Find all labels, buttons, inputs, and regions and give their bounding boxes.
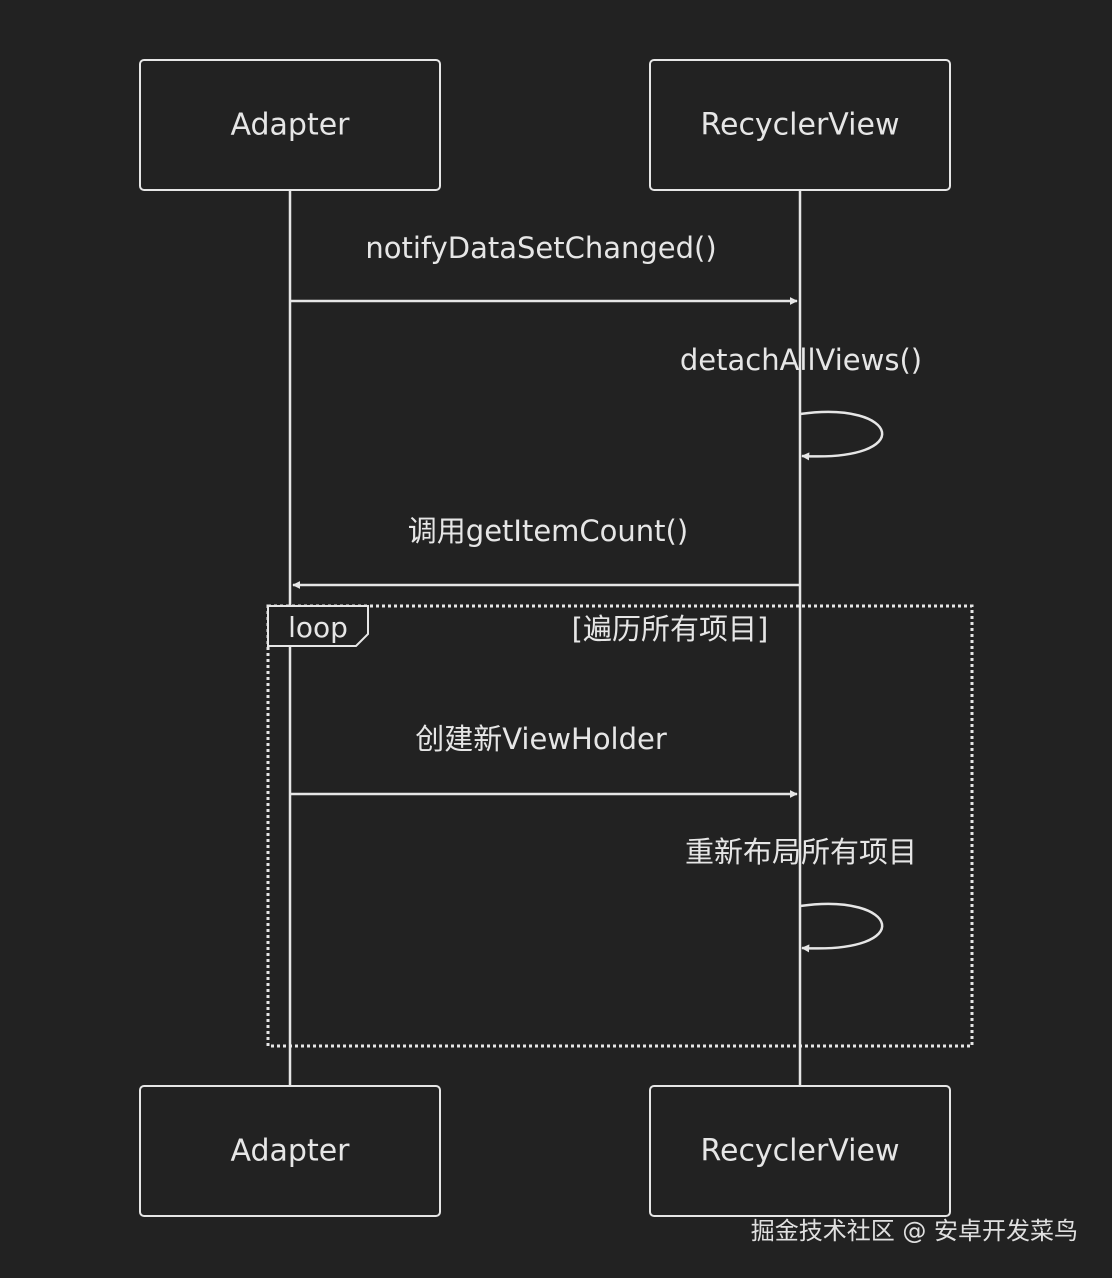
- actor-label: RecyclerView: [700, 1134, 899, 1169]
- actor-box: [649, 1085, 951, 1217]
- actor-box: [139, 59, 441, 191]
- actor-recyclerview-top: RecyclerView: [649, 59, 951, 191]
- actor-box: [139, 1085, 441, 1217]
- loop-condition: [遍历所有项目]: [572, 612, 769, 646]
- actor-box: [649, 59, 951, 191]
- message-label: notifyDataSetChanged(): [365, 231, 716, 265]
- message-label: detachAllViews(): [680, 343, 922, 377]
- message-label: 创建新ViewHolder: [415, 722, 667, 756]
- message-create-viewholder: 创建新ViewHolder: [290, 722, 798, 798]
- self-call-arrow: [799, 902, 884, 953]
- message-relayout-items: 重新布局所有项目: [685, 835, 917, 953]
- loop-frame: [266, 604, 974, 1048]
- actor-label: Adapter: [230, 108, 350, 143]
- message-detach-all-views: detachAllViews(): [680, 343, 922, 461]
- actor-adapter-top: Adapter: [139, 59, 441, 191]
- loop-keyword: loop: [288, 611, 348, 644]
- actor-label: RecyclerView: [700, 108, 899, 143]
- actor-adapter-bottom: Adapter: [139, 1085, 441, 1217]
- message-label: 重新布局所有项目: [685, 835, 917, 869]
- message-notify-data-set-changed: notifyDataSetChanged(): [290, 231, 798, 305]
- self-call-arrow: [799, 410, 884, 461]
- loop-tag: [267, 605, 369, 647]
- message-label: 调用getItemCount(): [408, 514, 688, 548]
- message-get-item-count: 调用getItemCount(): [292, 514, 800, 589]
- actor-label: Adapter: [230, 1134, 350, 1169]
- actor-recyclerview-bottom: RecyclerView: [649, 1085, 951, 1217]
- watermark-text: 掘金技术社区 @ 安卓开发菜鸟: [750, 1217, 1078, 1245]
- loop-frame-group: loop [遍历所有项目]: [266, 604, 974, 1048]
